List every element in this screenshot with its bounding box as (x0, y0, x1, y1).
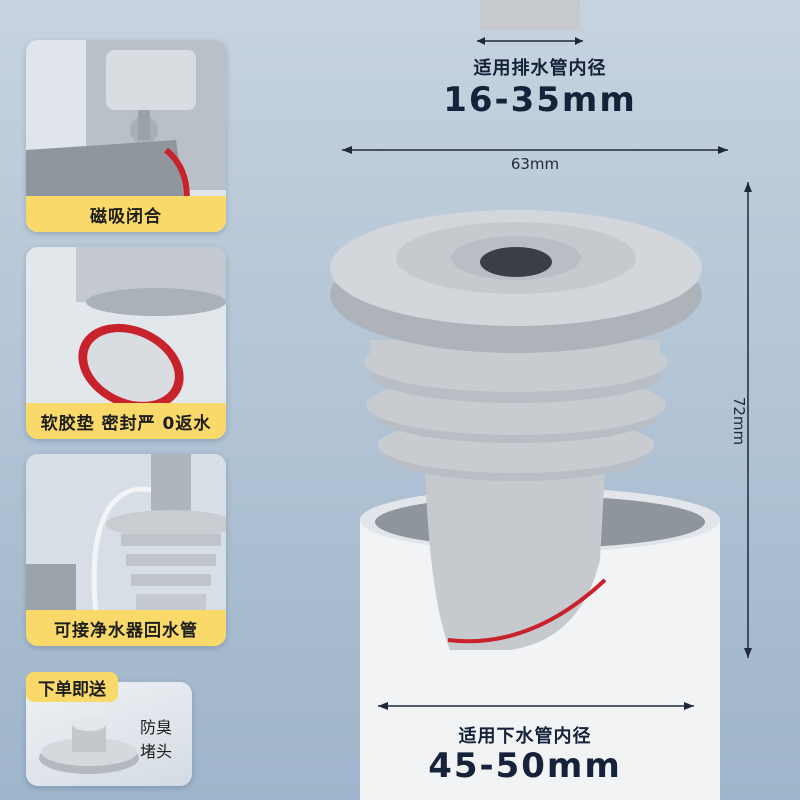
width-dimension: 63mm (510, 155, 560, 173)
gift-name: 防臭堵头 (140, 718, 173, 761)
gift-tag: 下单即送 (26, 672, 118, 702)
feature-label: 可接净水器回水管 (26, 610, 226, 646)
width-dimension-arrow (342, 146, 728, 154)
drain-width-arrow (378, 702, 694, 710)
feature-label: 软胶垫 密封严 0返水 (26, 403, 226, 439)
bottom-spec-value: 45-50mm (428, 746, 622, 786)
height-dimension: 72mm (730, 396, 748, 446)
product-illustration (330, 0, 720, 800)
pipe-width-arrow (477, 37, 583, 45)
odor-plug-image (39, 717, 139, 774)
bottom-spec-label: 适用下水管内径 (458, 726, 592, 747)
feature-card-gasket: 软胶垫 密封严 0返水 (26, 247, 226, 439)
feature-card-magnetic: 磁吸闭合 (26, 40, 226, 232)
top-spec-label: 适用排水管内径 (473, 58, 607, 79)
height-dimension-arrow (744, 182, 752, 658)
top-spec-value: 16-35mm (443, 80, 637, 120)
feature-card-hose: 可接净水器回水管 (26, 454, 226, 646)
feature-label: 磁吸闭合 (26, 196, 226, 232)
